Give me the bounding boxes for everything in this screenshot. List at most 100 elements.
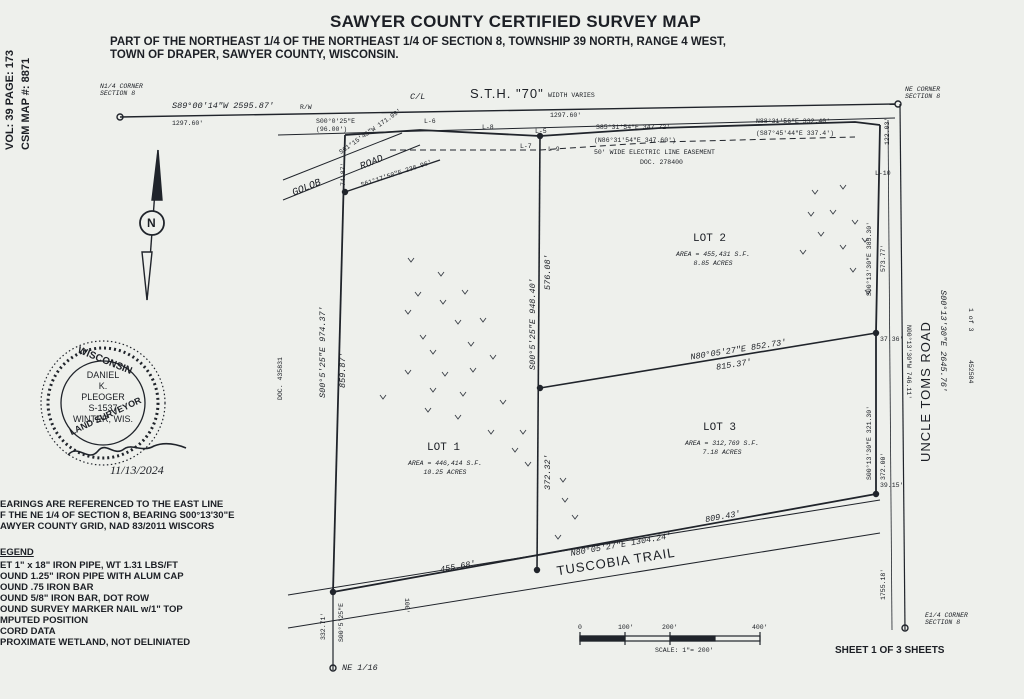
north-arrow-letter: N: [147, 216, 156, 230]
section-line-bearing: S89°00'14"W 2595.87': [172, 101, 275, 111]
east-upper-bearing: S00°13'30"E 385.30': [866, 221, 873, 296]
line-l5: L-5: [535, 128, 547, 135]
lot-division-line-vertical: [536, 135, 541, 571]
legend-list: ET 1" x 18" IRON PIPE, WT 1.31 LBS/FT OU…: [0, 560, 190, 648]
easement-line: [390, 136, 856, 151]
map-title: SAWYER COUNTY CERTIFIED SURVEY MAP: [330, 12, 702, 31]
marker-mid-north: [536, 132, 544, 140]
west-dist: 859.87': [338, 352, 348, 388]
north-bearing-record: (N86°31'54"E 347.60'): [594, 137, 676, 144]
scale-label: SCALE: 1"= 200': [655, 647, 714, 654]
ne-bearing: N88°31'56"E 332.40': [756, 118, 831, 125]
marker-west-1: [341, 188, 349, 196]
golob-road-edge-1: [282, 132, 403, 181]
north-arrow: [139, 149, 165, 301]
scale-tick-200: 200': [662, 624, 678, 631]
line-l9: L-9: [548, 146, 560, 153]
golob-road-edge-3: [344, 159, 441, 193]
scale-tick-0: 0: [578, 624, 582, 631]
legend-item: OUND SURVEY MARKER NAIL w/1" TOP: [0, 604, 183, 615]
scale-tick-400: 400': [752, 624, 768, 631]
volume-page-stamp: VOL: 39 PAGE: 173: [4, 49, 16, 150]
lot2-name: LOT 2: [693, 233, 727, 245]
surveyor-signature: [67, 443, 187, 456]
sw-mid: 100': [403, 598, 410, 614]
marker-east-div: [872, 329, 880, 337]
east-bottom-dist: 1755.18': [880, 568, 887, 600]
lot1-name: LOT 1: [427, 442, 461, 454]
legend-item: OUND 1.25" IRON PIPE WITH ALUM CAP: [0, 571, 184, 582]
centerline-label: C/L: [410, 92, 426, 102]
marker-sw-corner: [329, 664, 337, 672]
lot3-area: AREA = 312,769 S.F.7.18 ACRES: [684, 440, 760, 456]
legend-item: CORD DATA: [0, 626, 56, 637]
west-property-line: [332, 134, 346, 593]
sth70-width: WIDTH VARIES: [548, 92, 595, 99]
marker-mid-div: [536, 384, 544, 392]
sheet-small: 1 of 3: [967, 308, 974, 332]
trail-edge-south: [287, 532, 881, 629]
lot-div-end: 37.36': [880, 336, 904, 343]
legend-item: MPUTED POSITION: [0, 615, 89, 626]
map-subtitle-line1: PART OF THE NORTHEAST 1/4 OF THE NORTHEA…: [110, 36, 726, 48]
marker-ne-corner: [894, 100, 902, 108]
legend-item: PROXIMATE WETLAND, NOT DELINIATED: [0, 637, 191, 648]
mid-upper-dist: 576.08': [543, 254, 553, 290]
seg-74: 74.87': [340, 162, 347, 186]
seal-date: 11/13/2024: [110, 463, 164, 477]
sw-bearing: S00°5'25"E: [338, 602, 345, 642]
marker-east-south: [872, 490, 880, 498]
north-bearing: S85°31'54"E 347.72': [596, 124, 671, 131]
west-bearing: S00°5'25"E 974.37': [318, 306, 328, 398]
line-l7: L-7: [520, 143, 532, 150]
lot2-area: AREA = 455,431 S.F.8.85 ACRES: [675, 251, 751, 267]
mid-bearing: S00°5'25"E 948.40': [528, 278, 538, 370]
mid-lower-dist: 372.32': [543, 454, 553, 490]
ne-corner-label: NE CORNER SECTION 8: [905, 86, 941, 100]
south-property-line: [332, 493, 877, 593]
marker-south-west: [329, 588, 337, 596]
uncle-toms-road-label: UNCLE TOMS ROAD: [918, 321, 933, 462]
east-mid-dist: 372.00': [880, 452, 887, 480]
surveyor-seal-ring: [40, 340, 166, 466]
south-end: 39.15': [880, 482, 904, 489]
easement-doc: DOC. 278400: [640, 159, 683, 166]
marker-se-corner: [901, 624, 909, 632]
sth70-label: S.T.H. "70": [470, 86, 544, 101]
section-line-dist-left: 1297.60': [172, 120, 204, 127]
legend-item: OUND 5/8" IRON BAR, DOT ROW: [0, 593, 150, 604]
lot-division-line-horizontal: [539, 332, 877, 389]
lot3-name: LOT 3: [703, 422, 737, 434]
legend-item: OUND .75 IRON BAR: [0, 582, 94, 593]
golob-road-edge-2: [282, 144, 421, 201]
section-line-dist-right: 1297.60': [550, 112, 582, 119]
line-l6: L-6: [424, 118, 436, 125]
scale-tick-100: 100': [618, 624, 634, 631]
east-mid-bearing: N00°13'30"W 746.11': [905, 325, 912, 400]
doc-number: DOC. 435831: [277, 357, 284, 400]
sw-corner-label: NE 1/16: [342, 663, 378, 673]
ne-bearing-record: (S87°45'44"E 337.4'): [756, 130, 835, 137]
marker-mid-south: [533, 566, 541, 574]
lot1-area: AREA = 446,414 S.F.10.25 ACRES: [407, 460, 483, 476]
line-l8: L-8: [482, 124, 494, 131]
section-line-east: [899, 103, 906, 631]
legend-title: EGEND: [0, 547, 34, 558]
sheet-code: 452584: [967, 360, 974, 384]
east-bearing: S00°13'30"E 2645.76': [938, 290, 948, 393]
scale-bar: [579, 632, 761, 645]
map-subtitle-line2: TOWN OF DRAPER, SAWYER COUNTY, WISCONSIN…: [110, 49, 399, 61]
legend-item: ET 1" x 18" IRON PIPE, WT 1.31 LBS/FT: [0, 560, 178, 571]
marker-nw-corner: [116, 113, 124, 121]
row-line-east: [887, 119, 893, 631]
section-line-north: [119, 103, 896, 118]
golob-small-dist: (96.00'): [316, 126, 348, 133]
sheet-number: SHEET 1 OF 3 SHEETS: [835, 645, 945, 656]
surveyor-seal: DANIEL K. PLEOGER S-1537 WINTER, WIS.: [73, 370, 133, 424]
east-upper-dist: 573.77': [880, 244, 887, 272]
line-l10: L-10: [875, 170, 891, 177]
se-corner-label: E1/4 CORNER SECTION 8: [925, 612, 968, 626]
trail-edge-north: [287, 499, 881, 596]
wetland-symbols: [379, 184, 872, 540]
